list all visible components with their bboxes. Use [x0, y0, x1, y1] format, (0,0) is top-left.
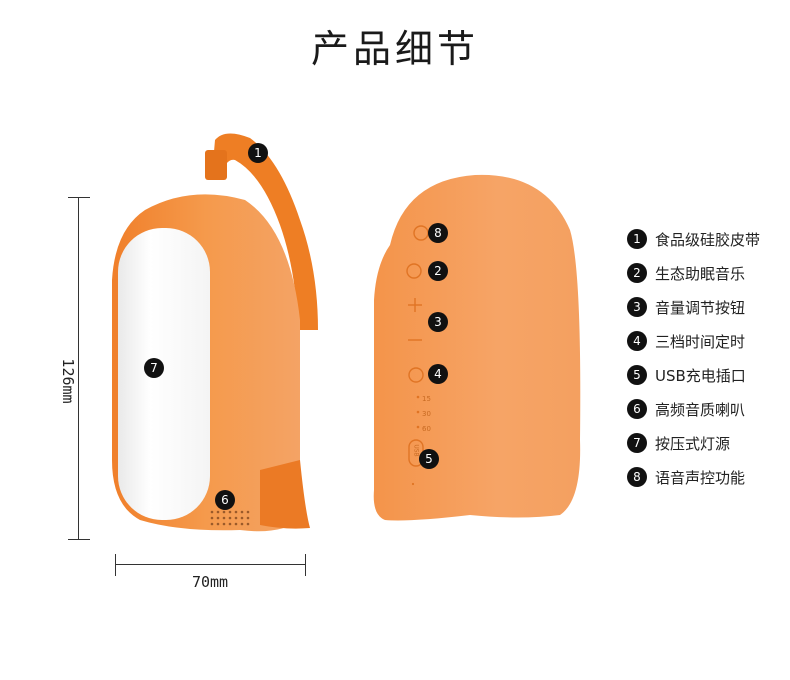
legend-label: 食品级硅胶皮带 [655, 230, 761, 249]
legend-item: 5 USB充电插口 [627, 358, 760, 392]
legend-item: 7 按压式灯源 [627, 426, 760, 460]
page-title: 产品细节 [310, 27, 479, 71]
callout-badge-5: 5 [419, 449, 439, 469]
legend-number: 5 [627, 365, 647, 385]
timer-marks: 15 30 60 [422, 392, 431, 437]
width-dimension-tick-left [115, 554, 116, 576]
legend-number: 3 [627, 297, 647, 317]
feature-legend: 1 食品级硅胶皮带 2 生态助眠音乐 3 音量调节按钮 4 三档时间定时 5 USB充电插… [627, 222, 760, 494]
callout-badge-2: 2 [428, 261, 448, 281]
height-dimension-tick-bottom [68, 539, 90, 540]
legend-item: 6 高频音质喇叭 [627, 392, 760, 426]
music-button [406, 263, 422, 279]
legend-number: 4 [627, 331, 647, 351]
height-dimension-line [78, 197, 79, 539]
legend-label: 按压式灯源 [655, 434, 731, 453]
legend-item: 2 生态助眠音乐 [627, 256, 760, 290]
callout-badge-6: 6 [215, 490, 235, 510]
width-dimension-tick-right [305, 554, 306, 576]
legend-number: 8 [627, 467, 647, 487]
legend-item: 4 三档时间定时 [627, 324, 760, 358]
legend-label: USB充电插口 [655, 366, 746, 385]
indicator-dots [411, 395, 420, 486]
timer-button [408, 367, 424, 383]
legend-item: 8 语音声控功能 [627, 460, 760, 494]
silicone-strap [205, 133, 318, 330]
legend-label: 语音声控功能 [655, 468, 746, 487]
legend-item: 3 音量调节按钮 [627, 290, 760, 324]
callout-badge-4: 4 [428, 364, 448, 384]
callout-badge-1: 1 [248, 143, 268, 163]
legend-number: 1 [627, 229, 647, 249]
timer-mark-30: 30 [422, 410, 431, 418]
legend-label: 生态助眠音乐 [655, 264, 746, 283]
height-dimension-tick-top [68, 197, 90, 198]
pressure-lamp [118, 228, 210, 520]
side-controls [406, 225, 429, 467]
speaker-grille [210, 510, 250, 526]
width-dimension-label: 70mm [191, 573, 229, 591]
legend-number: 7 [627, 433, 647, 453]
legend-item: 1 食品级硅胶皮带 [627, 222, 760, 256]
device-back-body [373, 174, 581, 521]
legend-label: 高频音质喇叭 [655, 400, 746, 419]
timer-mark-15: 15 [422, 395, 431, 403]
timer-mark-60: 60 [422, 425, 431, 433]
legend-number: 6 [627, 399, 647, 419]
callout-badge-8: 8 [428, 223, 448, 243]
width-dimension-line [115, 564, 305, 565]
callout-badge-7: 7 [144, 358, 164, 378]
legend-number: 2 [627, 263, 647, 283]
legend-label: 三档时间定时 [655, 332, 746, 351]
callout-badge-3: 3 [428, 312, 448, 332]
legend-label: 音量调节按钮 [655, 298, 746, 317]
